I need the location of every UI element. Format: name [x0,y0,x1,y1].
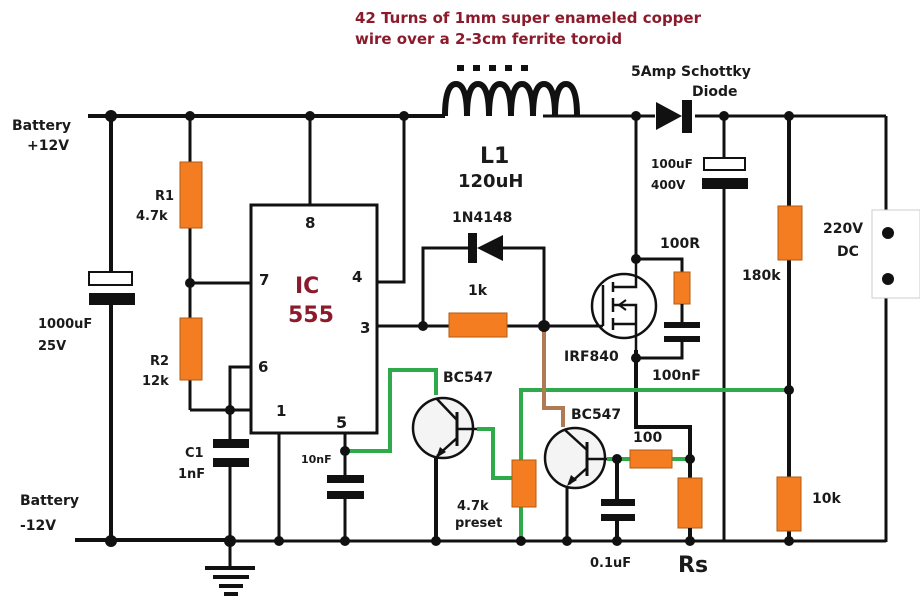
diode-gate-name: 1N4148 [452,210,512,226]
pin-8-label: 8 [305,214,315,232]
output-terminal-block [871,209,920,299]
r2-name: R2 [150,354,169,369]
preset-label: preset [455,516,502,531]
inductor-value: 120uH [458,171,523,192]
snubber-r-value: 100R [660,236,700,252]
preset-resistor [511,459,537,508]
inductor-note-line1: 42 Turns of 1mm super enameled copper [355,9,702,27]
green-wire-q1-preset [477,427,512,480]
snubber-cap-plate-top [664,322,700,328]
cin-plate-positive [88,271,133,286]
ic-type: 555 [288,303,334,328]
battery-pos-value: +12V [27,138,69,154]
schottky-label-line1: 5Amp Schottky [631,64,751,80]
r2-value: 12k [142,374,169,389]
cout-plate-negative [702,178,748,189]
cout-plate-positive [703,157,746,171]
r1-value: 4.7k [136,209,168,224]
cin-plate-negative [89,293,135,305]
cin-voltage: 25V [38,339,66,354]
mosfet-irf840-icon [590,262,658,350]
c-base-plate-top [601,499,635,506]
schottky-label-line2: Diode [692,84,738,100]
battery-neg-label: Battery [20,493,79,509]
pin-1-label: 1 [276,402,286,420]
c-base-value: 0.1uF [590,556,631,571]
output-terminal-pos [882,227,894,239]
cin-value: 1000uF [38,317,92,332]
c-pin5-plate-top [327,475,364,483]
r-base-value: 100 [633,430,662,446]
r1-resistor [179,161,203,229]
c1-plate-top [213,439,249,448]
r-gate-value: 1k [468,283,488,299]
ic-name: IC [295,274,319,299]
r-gate-resistor [448,312,508,338]
junction-dots [105,110,794,547]
inductor-note-line2: wire over a 2-3cm ferrite toroid [355,30,622,48]
snubber-resistor [673,271,691,305]
q1-name: BC547 [443,370,493,386]
snubber-cap-plate-bottom [664,336,700,342]
c-pin5-plate-bottom [327,491,364,499]
ground-icon [205,566,255,596]
battery-pos-label: Battery [12,118,71,134]
preset-value: 4.7k [457,499,489,514]
green-wire-pin5-q1 [345,368,438,453]
r-bottom-resistor [776,476,802,532]
c1-plate-bottom [213,458,249,467]
pin-5-label: 5 [336,413,347,432]
c-base-plate-bottom [601,514,635,521]
snubber-c-value: 100nF [652,368,701,384]
pin-7-label: 7 [259,271,269,289]
inductor-name: L1 [480,144,509,169]
cout-value: 100uF [651,157,693,171]
diode-gate-wire-right [500,246,546,326]
inductor-l1 [442,65,580,117]
q1-transistor-icon [411,396,477,460]
c-pin5-value: 10nF [301,453,332,466]
cout-voltage: 400V [651,178,686,192]
snubber-bottom-wire [636,342,684,360]
battery-neg-value: -12V [20,518,56,534]
c1-name: C1 [185,446,204,461]
r2-resistor [179,317,203,381]
r-base-resistor [629,449,673,469]
brown-wire-gate-q2 [542,326,565,427]
ic-555-body [249,203,379,435]
pin-3-label: 3 [360,319,370,337]
rs-name: Rs [678,553,708,578]
diode-gate-wire-left [421,246,470,326]
r1-name: R1 [155,189,174,204]
c1-value: 1nF [178,467,205,482]
r-top-resistor [777,205,803,261]
diode-1n4148-icon [468,233,503,263]
snubber-top-wire [636,257,684,274]
q2-name: BC547 [571,407,621,423]
pin-4-label: 4 [352,268,362,286]
pin4-wire [377,116,406,284]
q2-transistor-icon [543,426,607,490]
mosfet-name: IRF840 [564,349,619,365]
schottky-diode-icon [656,100,692,133]
pin6-wire [228,365,250,410]
output-voltage: 220V [823,221,863,237]
output-type: DC [837,244,859,260]
r-top-value: 180k [742,268,781,284]
output-terminal-neg [882,273,894,285]
rs-resistor [677,477,703,529]
r-bottom-value: 10k [812,491,841,507]
pin-6-label: 6 [258,358,268,376]
